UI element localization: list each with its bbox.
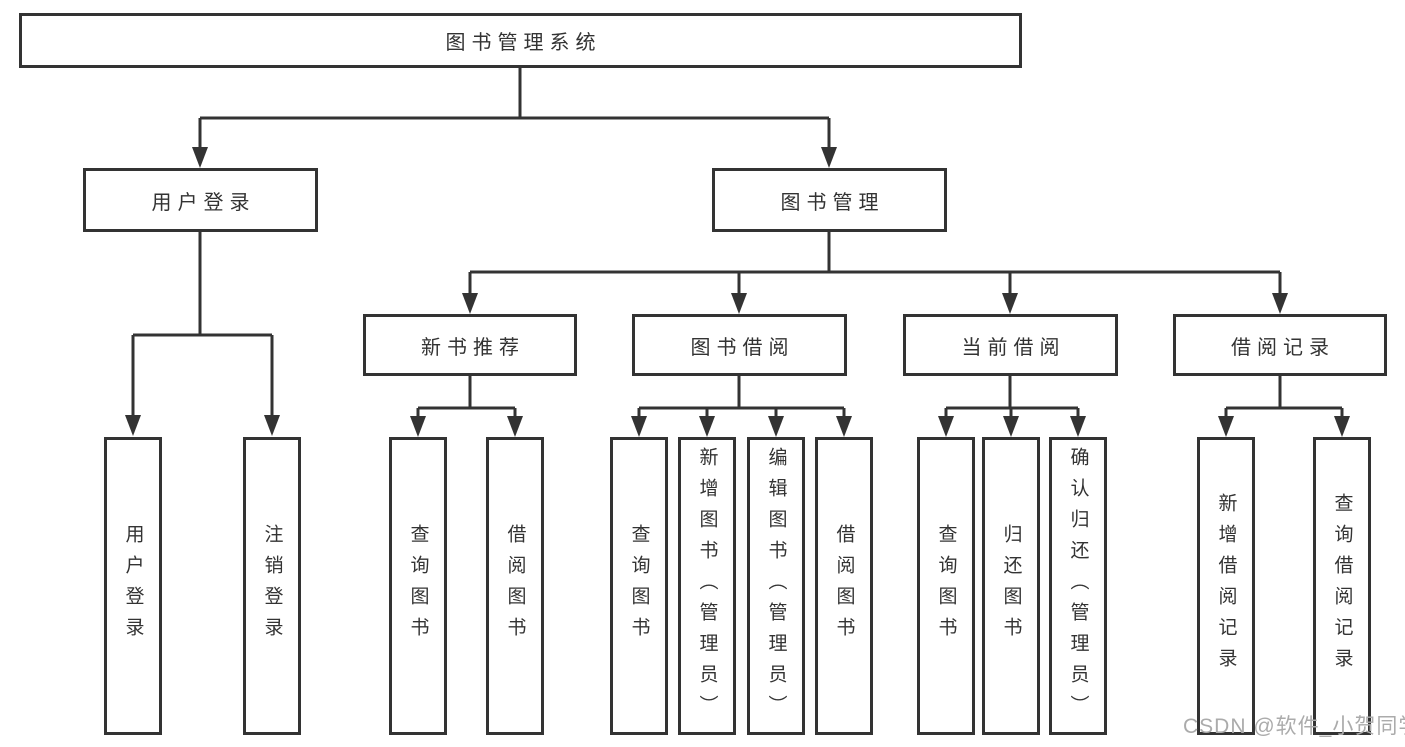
leaf-query-books-borrow: 查询图书 [610, 437, 668, 735]
node-label: 用户登录 [151, 191, 256, 214]
leaf-label: 查询借阅记录 [1331, 493, 1353, 679]
leaf-label: 归还图书 [1000, 524, 1022, 648]
leaf-borrow-books-recommend: 借阅图书 [486, 437, 544, 735]
leaf-return-books: 归还图书 [982, 437, 1040, 735]
node-library-management-system: 图书管理系统 [19, 13, 1022, 68]
leaf-label: 注销登录 [261, 524, 283, 648]
node-label: 图书管理系统 [445, 32, 602, 54]
leaf-label: 编辑图书（管理员） [765, 446, 787, 726]
csdn-watermark: CSDN @软件_小贺同学 [1183, 715, 1405, 738]
leaf-label: 借阅图书 [504, 524, 526, 648]
leaf-add-borrow-record: 新增借阅记录 [1197, 437, 1255, 735]
leaf-label: 确认归还（管理员） [1067, 446, 1089, 726]
leaf-label: 查询图书 [935, 524, 957, 648]
leaf-query-books-recommend: 查询图书 [389, 437, 447, 735]
leaf-query-borrow-record: 查询借阅记录 [1313, 437, 1371, 735]
leaf-label: 查询图书 [407, 524, 429, 648]
leaf-add-books-admin: 新增图书（管理员） [678, 437, 736, 735]
node-label: 当前借阅 [961, 336, 1066, 359]
node-current-borrow: 当前借阅 [903, 314, 1118, 376]
arrowheads [125, 147, 1350, 437]
node-new-book-recommend: 新书推荐 [363, 314, 577, 376]
node-label: 图书借阅 [690, 336, 795, 359]
leaf-confirm-return-admin: 确认归还（管理员） [1049, 437, 1107, 735]
leaf-label: 新增图书（管理员） [696, 446, 718, 726]
leaf-edit-books-admin: 编辑图书（管理员） [747, 437, 805, 735]
node-book-borrow: 图书借阅 [632, 314, 847, 376]
node-label: 图书管理 [780, 191, 885, 214]
leaf-label: 借阅图书 [833, 524, 855, 648]
node-book-management: 图书管理 [712, 168, 947, 232]
leaf-label: 新增借阅记录 [1215, 493, 1237, 679]
leaf-logout: 注销登录 [243, 437, 301, 735]
leaf-borrow-books: 借阅图书 [815, 437, 873, 735]
leaf-label: 用户登录 [122, 524, 144, 648]
node-label: 借阅记录 [1231, 336, 1335, 359]
node-user-login: 用户登录 [83, 168, 318, 232]
leaf-query-books-current: 查询图书 [917, 437, 975, 735]
leaf-label: 查询图书 [628, 524, 650, 648]
node-borrow-record: 借阅记录 [1173, 314, 1387, 376]
leaf-user-login: 用户登录 [104, 437, 162, 735]
node-label: 新书推荐 [421, 336, 525, 359]
